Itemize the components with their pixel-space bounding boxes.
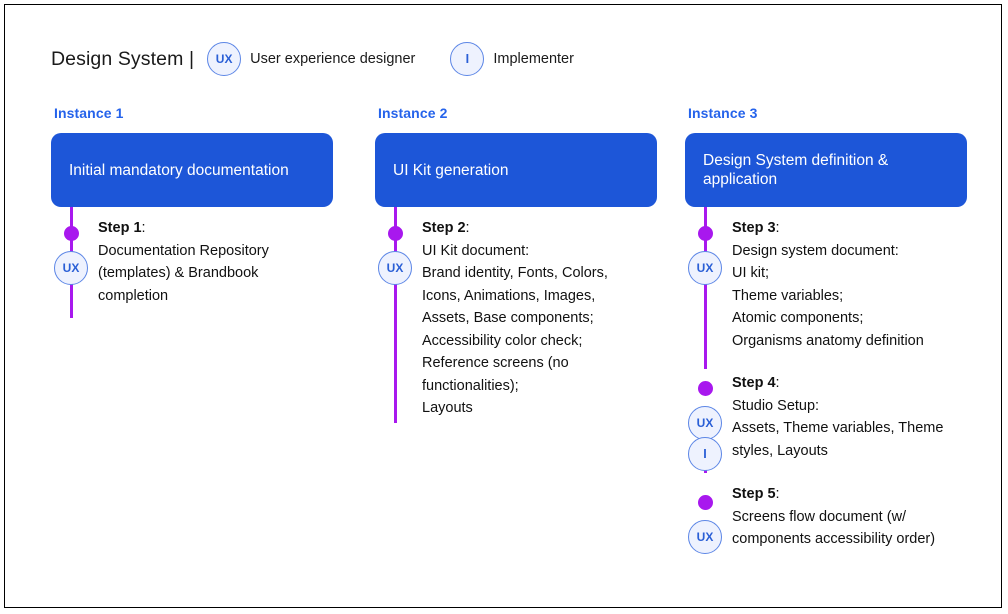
instance-card-title-1: Initial mandatory documentation: [69, 161, 289, 179]
timeline-2: UX Step 2: UI Kit document: Brand identi…: [375, 207, 659, 537]
step-title-suffix-2: :: [465, 220, 470, 236]
step-body-4: Studio Setup: Assets, Theme variables, T…: [732, 397, 944, 459]
timeline-badge-ux-step-5: UX: [688, 520, 722, 554]
step-title-5: Step 5:: [732, 483, 972, 506]
step-title-3: Step 3:: [732, 217, 968, 240]
step-block-1: Step 1: Documentation Repository (templa…: [98, 217, 334, 307]
step-title-2: Step 2:: [422, 217, 658, 240]
instance-column-1: Instance 1 Initial mandatory documentati…: [51, 105, 335, 437]
timeline-dot-step-3: [698, 226, 713, 241]
instance-card-3[interactable]: Design System definition & application: [685, 133, 967, 207]
ux-badge-icon: UX: [207, 42, 242, 76]
instance-card-title-3: Design System definition & application: [703, 152, 889, 188]
timeline-badge-ux-step-4: UX: [688, 406, 722, 440]
timeline-dot-step-5: [698, 495, 713, 510]
instance-label-1: Instance 1: [54, 105, 124, 121]
step-title-text-3: Step 3: [732, 220, 776, 236]
step-title-1: Step 1:: [98, 217, 334, 240]
page-title: Design System |: [51, 47, 195, 70]
step-body-1: Documentation Repository (templates) & B…: [98, 242, 269, 304]
timeline-rail: [394, 207, 397, 423]
step-block-3: Step 3: Design system document: UI kit; …: [732, 217, 968, 352]
legend-item-implementer: I Implementer: [450, 42, 574, 76]
step-title-suffix-3: :: [775, 220, 780, 236]
timeline-dot-step-1: [64, 226, 79, 241]
step-title-4: Step 4:: [732, 372, 972, 395]
timeline-3: UX Step 3: Design system document: UI ki…: [685, 207, 969, 607]
timeline-1: UX Step 1: Documentation Repository (tem…: [51, 207, 335, 437]
step-title-suffix-1: :: [141, 220, 146, 236]
step-title-text-4: Step 4: [732, 375, 776, 391]
timeline-badge-ux-step-1: UX: [54, 251, 88, 285]
instance-card-1[interactable]: Initial mandatory documentation: [51, 133, 333, 207]
instance-label-3: Instance 3: [688, 105, 758, 121]
legend-label-ux-designer: User experience designer: [250, 51, 416, 67]
step-title-text-2: Step 2: [422, 220, 466, 236]
diagram-frame: Design System | UX User experience desig…: [4, 4, 1002, 608]
step-title-suffix-4: :: [775, 375, 780, 391]
instance-column-2: Instance 2 UI Kit generation UX Step 2: …: [375, 105, 659, 537]
step-title-text-5: Step 5: [732, 486, 776, 502]
step-body-2: UI Kit document: Brand identity, Fonts, …: [422, 242, 608, 417]
instance-card-2[interactable]: UI Kit generation: [375, 133, 657, 207]
step-title-suffix-5: :: [775, 486, 780, 502]
step-block-4: Step 4: Studio Setup: Assets, Theme vari…: [732, 372, 972, 462]
timeline-badge-implementer-step-4: I: [688, 437, 722, 471]
step-block-5: Step 5: Screens flow document (w/ compon…: [732, 483, 972, 551]
timeline-dot-step-2: [388, 226, 403, 241]
implementer-badge-icon: I: [450, 42, 485, 76]
instance-label-2: Instance 2: [378, 105, 448, 121]
header: Design System | UX User experience desig…: [51, 38, 574, 80]
instance-card-title-2: UI Kit generation: [393, 161, 509, 179]
step-body-3: Design system document: UI kit; Theme va…: [732, 242, 924, 349]
timeline-dot-step-4: [698, 381, 713, 396]
legend-item-ux-designer: UX User experience designer: [207, 42, 415, 76]
timeline-badge-ux-step-3: UX: [688, 251, 722, 285]
step-title-text-1: Step 1: [98, 220, 142, 236]
instance-column-3: Instance 3 Design System definition & ap…: [685, 105, 969, 607]
timeline-rail: [704, 327, 707, 369]
timeline-badge-ux-step-2: UX: [378, 251, 412, 285]
step-body-5: Screens flow document (w/ components acc…: [732, 508, 936, 548]
legend-label-implementer: Implementer: [493, 51, 574, 67]
step-block-2: Step 2: UI Kit document: Brand identity,…: [422, 217, 658, 420]
